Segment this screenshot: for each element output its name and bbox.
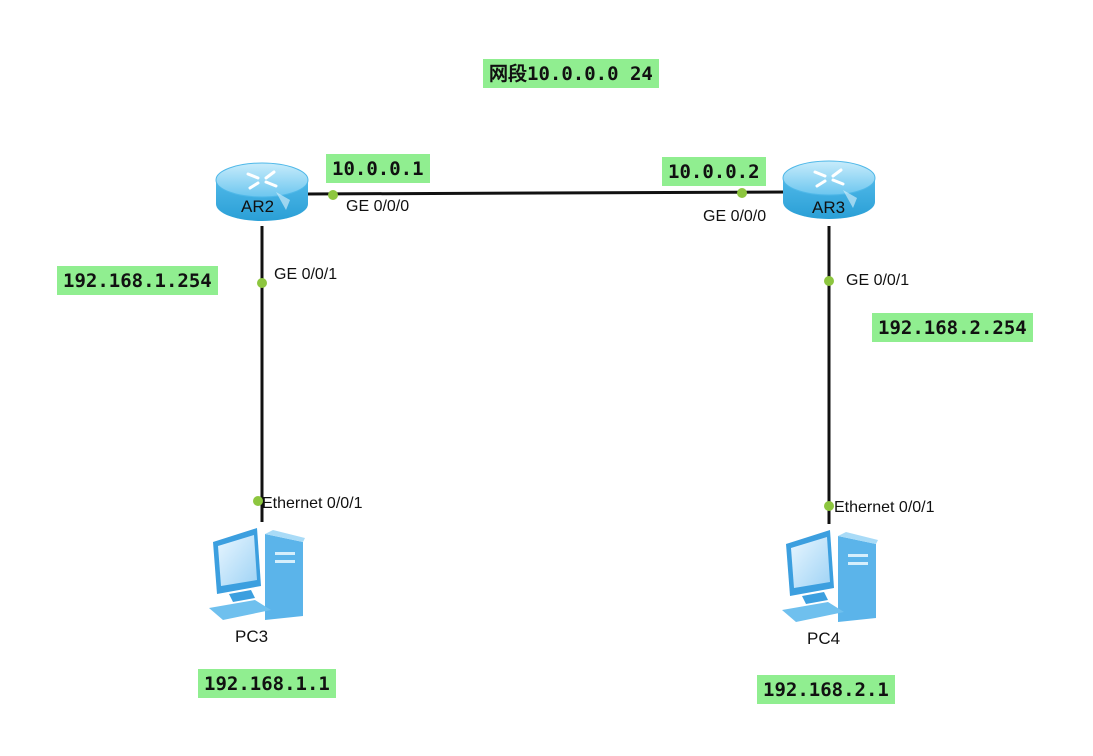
port-dot-pc4-eth[interactable]	[824, 501, 834, 511]
ip-tag-ar3-ge001: 192.168.2.254	[872, 313, 1033, 342]
pc-icon[interactable]	[782, 530, 878, 622]
ip-tag-pc3: 192.168.1.1	[198, 669, 336, 698]
port-dot-ar2-ge000[interactable]	[328, 190, 338, 200]
link-ar2-ar3[interactable]	[305, 190, 791, 196]
port-label-pc4-eth: Ethernet 0/0/1	[834, 499, 935, 516]
ip-tag-pc4: 192.168.2.1	[757, 675, 895, 704]
port-label-pc3-eth: Ethernet 0/0/1	[262, 495, 363, 512]
port-dot-pc3-eth[interactable]	[253, 496, 263, 506]
ip-tag-ar3-ge000: 10.0.0.2	[662, 157, 766, 186]
segment-label: 网段10.0.0.0 24	[483, 59, 659, 88]
device-name-ar2: AR2	[241, 197, 275, 216]
port-dot-ar2-ge001[interactable]	[257, 278, 267, 288]
router-icon[interactable]	[782, 160, 876, 219]
port-label-ar3-ge000: GE 0/0/0	[703, 208, 767, 225]
device-name-pc4: PC4	[807, 629, 841, 648]
device-name-pc3: PC3	[235, 627, 269, 646]
port-dot-ar3-ge001[interactable]	[824, 276, 834, 286]
router-icon[interactable]	[215, 162, 309, 221]
pc-icon[interactable]	[209, 528, 305, 620]
port-label-ar2-ge000: GE 0/0/0	[346, 198, 410, 215]
port-label-ar3-ge001: GE 0/0/1	[846, 272, 910, 289]
port-dot-ar3-ge000[interactable]	[737, 188, 747, 198]
ip-tag-ar2-ge000: 10.0.0.1	[326, 154, 430, 183]
port-label-ar2-ge001: GE 0/0/1	[274, 266, 338, 283]
device-name-ar3: AR3	[812, 198, 846, 217]
ip-tag-ar2-ge001: 192.168.1.254	[57, 266, 218, 295]
